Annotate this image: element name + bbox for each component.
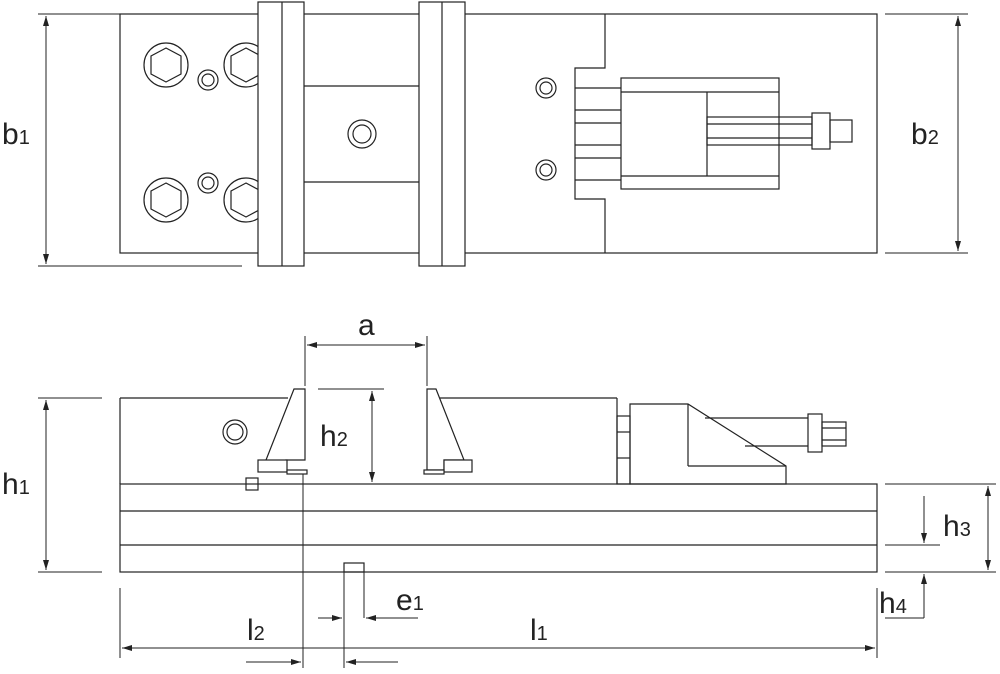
spindle-block — [620, 77, 780, 190]
moving-jaw — [426, 388, 465, 471]
spindle-nut-wedge — [629, 403, 787, 485]
pin-hole-inner — [201, 73, 215, 87]
left-bolt-group — [143, 42, 269, 223]
base-key — [343, 562, 365, 573]
side-view: a h1 h2 h3 h4 e1 l2 — [2, 309, 996, 668]
fixed-jaw-plate — [257, 1, 305, 267]
b1-label: b1 — [2, 118, 30, 151]
center-hole — [347, 119, 377, 149]
e1-label: e1 — [396, 584, 424, 617]
pin-hole-inner — [539, 81, 553, 95]
l1-label: l1 — [530, 614, 548, 647]
pin-hole — [197, 69, 219, 91]
h4-label: h4 — [879, 587, 907, 620]
pin-hole-inner — [201, 176, 215, 190]
pin-hole — [535, 77, 557, 99]
side-hole-inner — [226, 423, 244, 441]
hex-socket-icon — [230, 182, 262, 218]
spindle-shaft — [706, 116, 813, 146]
bolt-head — [143, 42, 189, 88]
top-view: b1 b2 — [2, 1, 968, 267]
hex-socket-icon — [230, 47, 262, 83]
top-view-base-plate — [119, 13, 878, 254]
spindle-square-end — [829, 119, 853, 143]
side-hole — [222, 419, 248, 445]
pin-hole — [535, 159, 557, 181]
l2-label: l2 — [247, 614, 265, 647]
h2-label: h2 — [320, 420, 348, 453]
spindle-housing-outline — [574, 14, 606, 253]
fixed-jaw — [265, 388, 306, 471]
base-rail — [119, 483, 878, 573]
bolt-head — [143, 177, 189, 223]
a-label: a — [358, 309, 375, 342]
center-hole-inner — [352, 124, 372, 144]
hex-socket-icon — [150, 182, 182, 218]
pin-hole-inner — [539, 163, 553, 177]
b2-label: b2 — [911, 118, 939, 151]
h3-label: h3 — [943, 510, 971, 543]
pin-hole — [197, 172, 219, 194]
spindle-collar — [811, 112, 831, 150]
hex-socket-icon — [150, 47, 182, 83]
h1-label: h1 — [2, 468, 30, 501]
